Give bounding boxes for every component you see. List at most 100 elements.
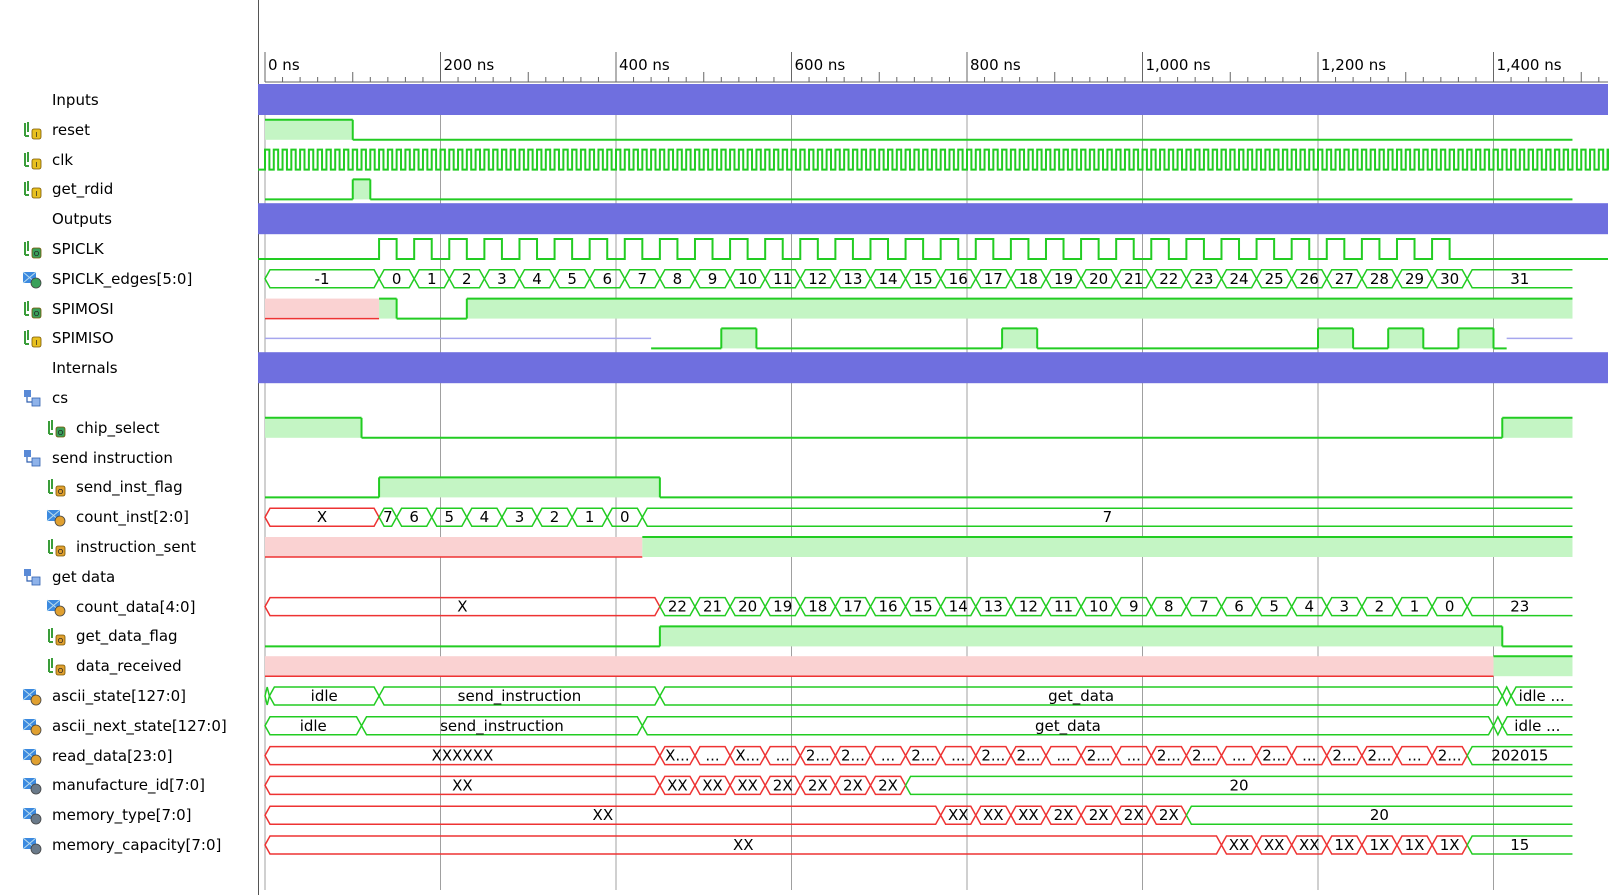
bus-value-label: 1X bbox=[1405, 836, 1425, 854]
signal-name: reset bbox=[52, 120, 90, 139]
svg-text:I: I bbox=[35, 190, 37, 198]
waveform-spiclk[interactable] bbox=[258, 238, 1608, 260]
bus-value-label: 10 bbox=[738, 270, 757, 288]
bus-value-label: XXXXXX bbox=[432, 747, 494, 765]
variable-icon: O bbox=[46, 477, 66, 497]
logic-high-fill bbox=[1002, 328, 1038, 349]
bus-value-label: 19 bbox=[773, 598, 792, 616]
bus-value-label: 7 bbox=[383, 508, 393, 526]
waveform-reset[interactable] bbox=[265, 118, 1573, 141]
bus-value-label: XX bbox=[593, 806, 614, 824]
signal-row-get-data[interactable]: get data bbox=[0, 564, 258, 590]
waveform-send-inst-flag[interactable] bbox=[265, 476, 1573, 499]
logic-high-fill bbox=[1502, 417, 1573, 438]
signal-row-ascii-state[interactable]: ascii_state[127:0] bbox=[0, 683, 258, 709]
signal-row-cs[interactable]: cs bbox=[0, 385, 258, 411]
logic-high-fill bbox=[466, 298, 1573, 319]
logic-high-fill bbox=[352, 179, 371, 200]
signal-row-inputs[interactable]: Inputs bbox=[0, 87, 258, 113]
waveform-internals[interactable] bbox=[258, 352, 1608, 384]
bus-value-label: XX bbox=[948, 806, 969, 824]
signal-row-ascii-next-state[interactable]: ascii_next_state[127:0] bbox=[0, 713, 258, 739]
signal-name: chip_select bbox=[76, 418, 160, 437]
signal-row-manufacture-id[interactable]: manufacture_id[7:0] bbox=[0, 772, 258, 798]
signal-row-outputs[interactable]: Outputs bbox=[0, 206, 258, 232]
bus-value-label: 15 bbox=[1510, 836, 1529, 854]
waveform-chip-select[interactable] bbox=[265, 416, 1573, 439]
bus-value-label: 11 bbox=[1054, 598, 1073, 616]
waveform-spimosi[interactable] bbox=[265, 297, 1573, 320]
scope-icon bbox=[22, 388, 42, 408]
logic-high-fill bbox=[1493, 656, 1573, 677]
bus-value-label: 11 bbox=[773, 270, 792, 288]
bus-value-label: 15 bbox=[914, 598, 933, 616]
signal-row-count-data[interactable]: count_data[4:0] bbox=[0, 594, 258, 620]
bus-value-label: 14 bbox=[878, 270, 897, 288]
bus-value-label: 13 bbox=[984, 598, 1003, 616]
bus-segment bbox=[1510, 686, 1573, 706]
bus-value-label: -1 bbox=[315, 270, 330, 288]
signal-row-internals[interactable]: Internals bbox=[0, 355, 258, 381]
logic-high-fill bbox=[1458, 328, 1494, 349]
variable-icon: O bbox=[46, 626, 66, 646]
waveform-get-data-flag[interactable] bbox=[265, 625, 1573, 648]
waveform-data-received[interactable] bbox=[265, 655, 1573, 677]
signal-row-memory-type[interactable]: memory_type[7:0] bbox=[0, 802, 258, 828]
bus-value-label: 16 bbox=[949, 270, 968, 288]
signal-row-send-instruction[interactable]: send instruction bbox=[0, 445, 258, 471]
bus-value-label: 2... bbox=[841, 747, 865, 765]
variable-bus-icon bbox=[46, 597, 66, 617]
waveform-instruction-sent[interactable] bbox=[265, 536, 1573, 558]
bus-value-label: 12 bbox=[1019, 598, 1038, 616]
svg-text:I: I bbox=[35, 131, 37, 139]
bus-value-label: 2... bbox=[1332, 747, 1356, 765]
signal-name: send_inst_flag bbox=[76, 478, 183, 497]
waveform-clk[interactable] bbox=[258, 148, 1609, 171]
bus-value-label: 4 bbox=[532, 270, 542, 288]
signal-row-count-inst[interactable]: count_inst[2:0] bbox=[0, 504, 258, 530]
undefined-fill bbox=[265, 656, 1494, 677]
bus-value-label: XX bbox=[452, 776, 473, 794]
waveform-spimiso[interactable] bbox=[265, 327, 1573, 350]
waveform-outputs[interactable] bbox=[258, 203, 1608, 235]
pulse-trace bbox=[258, 238, 1608, 260]
signal-row-read-data[interactable]: read_data[23:0] bbox=[0, 743, 258, 769]
panel-splitter[interactable] bbox=[258, 0, 259, 895]
bus-value-label: 31 bbox=[1510, 270, 1529, 288]
signal-row-spiclk-edges[interactable]: SPICLK_edges[5:0] bbox=[0, 266, 258, 292]
waveform-inputs[interactable] bbox=[258, 84, 1608, 115]
bus-value-label: 7 bbox=[638, 270, 648, 288]
signal-row-memory-capacity[interactable]: memory_capacity[7:0] bbox=[0, 832, 258, 858]
ruler-tick-label: 1,200 ns bbox=[1321, 56, 1386, 74]
bus-value-label: 1X bbox=[1440, 836, 1460, 854]
waveform-get-rdid[interactable] bbox=[265, 178, 1573, 201]
bus-segment bbox=[1492, 715, 1504, 737]
group-label: Outputs bbox=[52, 210, 112, 229]
bus-value-label: XX bbox=[1299, 836, 1320, 854]
bus-segment bbox=[1466, 745, 1573, 766]
bus-value-label: 2... bbox=[1157, 747, 1181, 765]
bus-segment bbox=[1466, 596, 1573, 617]
